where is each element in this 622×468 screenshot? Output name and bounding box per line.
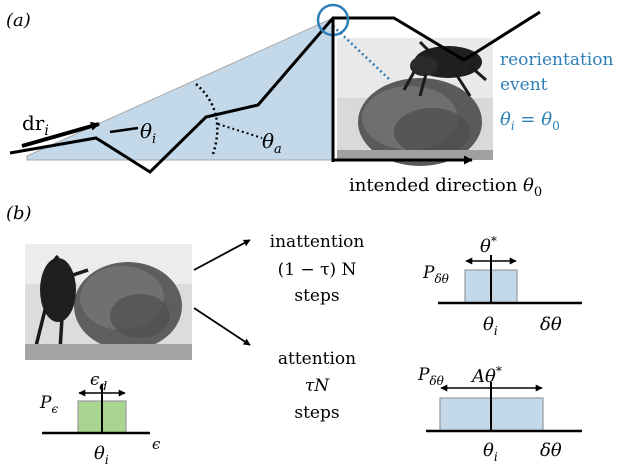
noise-p-label: Pϵ — [39, 393, 58, 416]
inattention-steps-formula: (1 − τ) N — [278, 260, 357, 280]
noise-center-label: θi — [94, 443, 109, 467]
attention-branch-arrow — [193, 307, 251, 346]
noise-distribution: ϵd Pϵ θi ϵ — [39, 370, 161, 467]
beetle-pushing-ball-photo — [25, 244, 192, 360]
angle-wedge-region — [26, 17, 334, 161]
panel-a-label: (a) — [6, 10, 31, 31]
inattention-width-label: θ* — [480, 234, 497, 257]
reorientation-pointer — [332, 25, 391, 81]
reorientation-text-line2: event — [500, 75, 548, 95]
attention-axis-label: δθ — [540, 440, 562, 461]
attention-steps-label: steps — [294, 403, 339, 423]
theta-i-tick — [109, 126, 139, 134]
reorientation-condition: θi = θ0 — [500, 109, 560, 133]
inattention-distribution: θ* Pδθ θi δθ — [422, 234, 582, 338]
trajectory-path — [9, 10, 541, 174]
attention-steps-formula: τN — [305, 376, 330, 396]
attention-distribution: Aθ* Pδθ θi δθ — [417, 364, 582, 464]
inattention-axis-label: δθ — [540, 314, 562, 335]
theta-a-arc — [195, 83, 219, 158]
noise-width-label: ϵd — [90, 370, 108, 393]
attention-width-label: Aθ* — [470, 364, 502, 387]
attention-center-label: θi — [483, 440, 498, 464]
inattention-center-label: θi — [483, 314, 498, 338]
theta-i-label: θi — [140, 119, 156, 147]
step-vector-arrow — [21, 121, 100, 148]
attention-p-label: Pδθ — [417, 365, 445, 388]
noise-axis-label: ϵ — [152, 435, 161, 453]
inattention-label: inattention — [270, 232, 365, 252]
reorientation-text-line1: reorientation — [500, 50, 613, 70]
intended-direction-label: intended direction θ0 — [349, 175, 542, 200]
panel-b-label: (b) — [6, 203, 32, 224]
theta-a-label: θa — [262, 129, 282, 157]
inattention-p-label: Pδθ — [422, 263, 450, 286]
attention-label: attention — [278, 349, 356, 369]
dr-label: dri — [22, 111, 49, 139]
inattention-steps-label: steps — [294, 286, 339, 306]
inattention-branch-arrow — [193, 239, 251, 271]
